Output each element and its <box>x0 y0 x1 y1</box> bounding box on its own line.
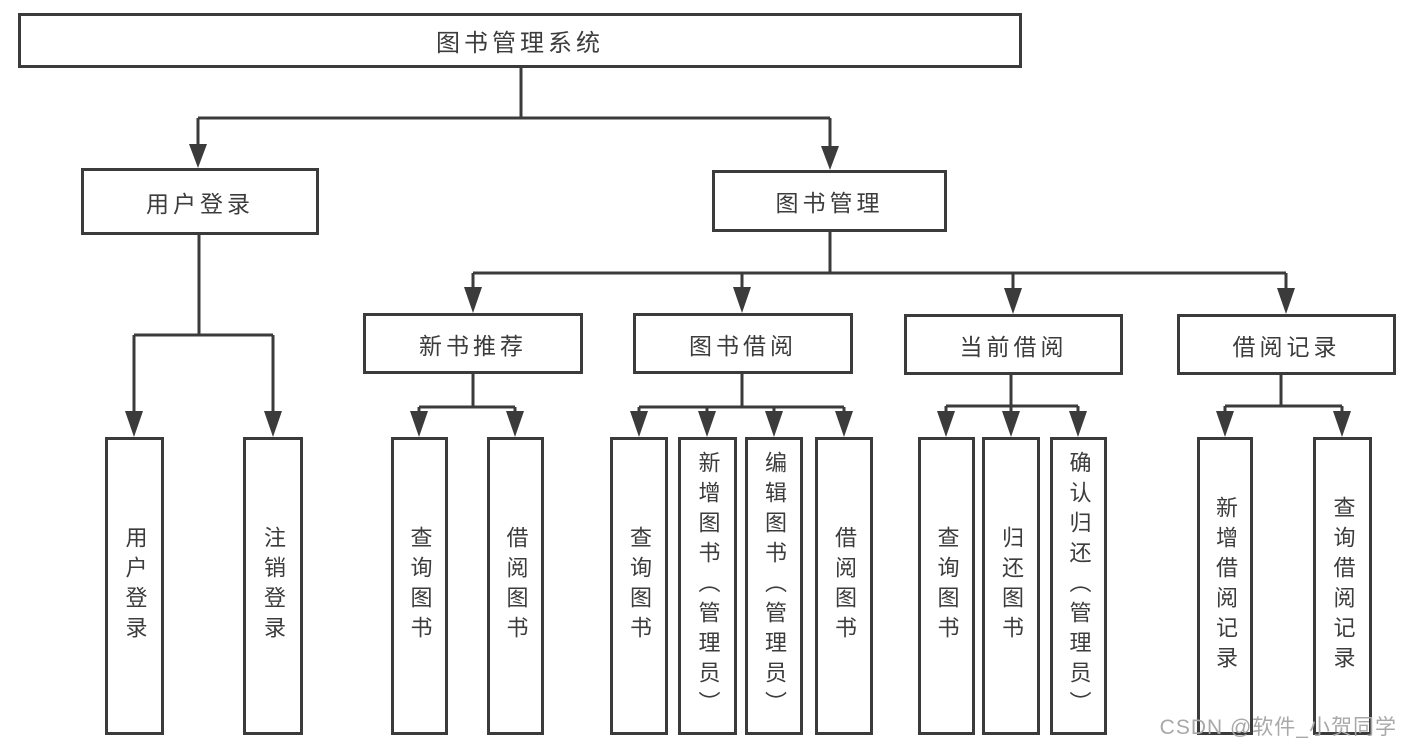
node-label: 图书借阅 <box>689 332 797 359</box>
node-leaf-logout: 注销登录 <box>243 437 303 735</box>
node-library-management-system: 图书管理系统 <box>18 13 1022 68</box>
connector-current-borrow-children <box>937 375 1087 437</box>
node-label: 查询借阅记录 <box>1330 496 1356 676</box>
connector-borrow-records-children <box>1216 375 1351 437</box>
node-label: 编辑图书（管理员） <box>762 451 787 721</box>
node-label: 新增图书（管理员） <box>695 451 721 721</box>
node-leaf-borrow-books-recommend: 借阅图书 <box>487 437 544 735</box>
node-book-borrow: 图书借阅 <box>633 313 853 374</box>
node-new-book-recommend: 新书推荐 <box>363 313 583 374</box>
node-label: 借阅图书 <box>503 526 529 646</box>
node-label: 当前借阅 <box>959 333 1068 360</box>
node-label: 新书推荐 <box>419 332 527 359</box>
node-label: 用户登录 <box>122 526 148 646</box>
node-leaf-query-books-borrow: 查询图书 <box>610 437 668 735</box>
connector-user-login-children <box>125 235 282 437</box>
node-label: 查询图书 <box>407 526 433 646</box>
node-leaf-user-login: 用户登录 <box>105 437 164 735</box>
node-current-borrow: 当前借阅 <box>904 314 1123 375</box>
node-leaf-add-books-admin: 新增图书（管理员） <box>678 437 737 735</box>
csdn-watermark: CSDN @软件_小贺同学 <box>1159 716 1397 739</box>
node-label: 确认归还（管理员） <box>1066 451 1092 721</box>
node-leaf-add-borrow-record: 新增借阅记录 <box>1197 437 1253 735</box>
node-leaf-return-books: 归还图书 <box>982 437 1040 735</box>
node-leaf-confirm-return-admin: 确认归还（管理员） <box>1050 437 1107 735</box>
connector-book-borrow-children <box>630 373 853 437</box>
connector-new-book-recommend-children <box>410 373 524 437</box>
node-label: 新增借阅记录 <box>1213 496 1238 676</box>
node-label: 借阅记录 <box>1232 333 1341 360</box>
node-label: 用户登录 <box>146 190 254 217</box>
node-label: 借阅图书 <box>832 526 857 646</box>
node-leaf-borrow-books: 借阅图书 <box>815 437 873 735</box>
node-label: 注销登录 <box>261 526 286 646</box>
node-leaf-query-books-current: 查询图书 <box>918 437 975 735</box>
node-user-login: 用户登录 <box>81 168 319 235</box>
node-book-management: 图书管理 <box>712 170 947 232</box>
node-leaf-query-borrow-record: 查询借阅记录 <box>1313 437 1372 735</box>
node-label: 图书管理 <box>775 190 884 216</box>
node-leaf-query-books-recommend: 查询图书 <box>391 437 448 735</box>
node-label: 图书管理系统 <box>436 30 604 57</box>
node-borrow-records: 借阅记录 <box>1177 314 1396 375</box>
node-label: 查询图书 <box>627 526 652 646</box>
connector-book-management-children <box>464 232 1295 314</box>
connector-root-to-level2 <box>189 67 839 170</box>
node-leaf-edit-books-admin: 编辑图书（管理员） <box>745 437 803 735</box>
node-label: 归还图书 <box>999 526 1024 646</box>
node-label: 查询图书 <box>934 526 960 646</box>
